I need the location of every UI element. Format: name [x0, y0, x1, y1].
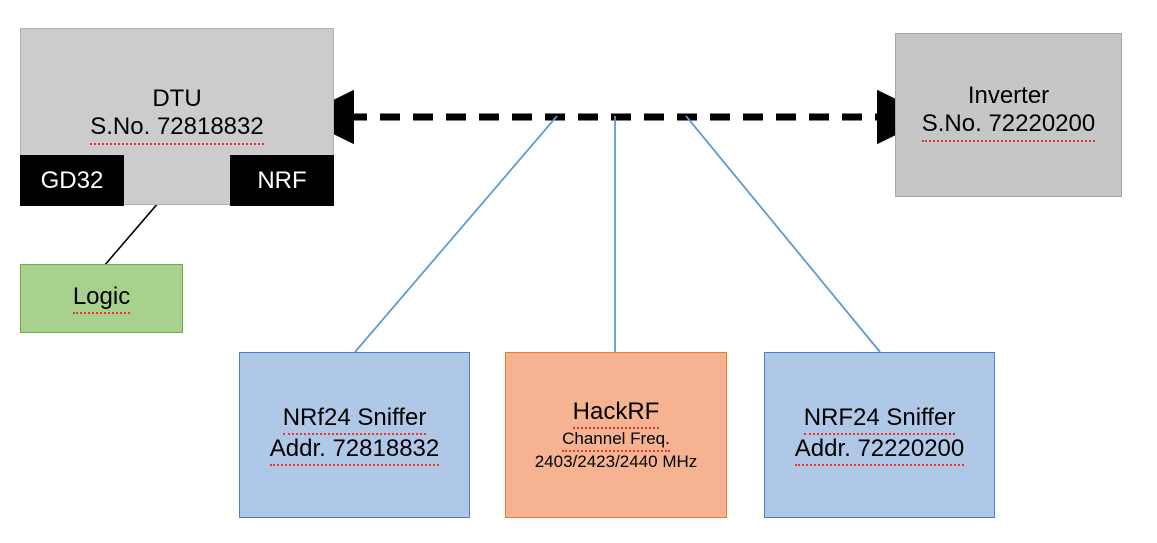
- sniffer-left-address: Addr. 72818832: [269, 435, 440, 467]
- dtu-serial: S.No. 72818832: [90, 113, 264, 145]
- sniffer-right-label: NRF24 Sniffer: [803, 404, 956, 435]
- hackrf-channel-freq-value: 2403/2423/2440 MHz: [534, 452, 698, 472]
- inverter-node[interactable]: Inverter S.No. 72220200: [895, 33, 1122, 197]
- hackrf-node[interactable]: HackRF Channel Freq. 2403/2423/2440 MHz: [505, 352, 727, 518]
- gd32-label: GD32: [40, 166, 104, 194]
- nrf24-sniffer-right-node[interactable]: NRF24 Sniffer Addr. 72220200: [764, 352, 995, 518]
- dtu-serial-text: S.No. 72818832: [90, 113, 264, 145]
- logic-label: Logic: [72, 283, 131, 315]
- sniffer-left-label: NRf24 Sniffer: [282, 404, 427, 435]
- inverter-serial: S.No. 72220200: [921, 110, 1096, 142]
- gd32-node[interactable]: GD32: [20, 155, 124, 206]
- logic-analyzer-node[interactable]: Logic: [20, 264, 183, 333]
- hackrf-channel-freq-label: Channel Freq.: [562, 429, 670, 453]
- inverter-serial-text: S.No. 72220200: [921, 110, 1096, 142]
- edge-sniffer-right-tap: [685, 115, 881, 353]
- nrf-node[interactable]: NRF: [230, 155, 334, 206]
- nrf24-sniffer-left-node[interactable]: NRf24 Sniffer Addr. 72818832: [239, 352, 470, 518]
- inverter-label: Inverter: [967, 82, 1050, 109]
- hackrf-label: HackRF: [572, 398, 660, 430]
- dtu-label: DTU: [152, 85, 202, 112]
- edge-sniffer-left-tap: [354, 115, 558, 353]
- nrf-label: NRF: [257, 166, 307, 194]
- sniffer-right-address: Addr. 72220200: [794, 435, 965, 467]
